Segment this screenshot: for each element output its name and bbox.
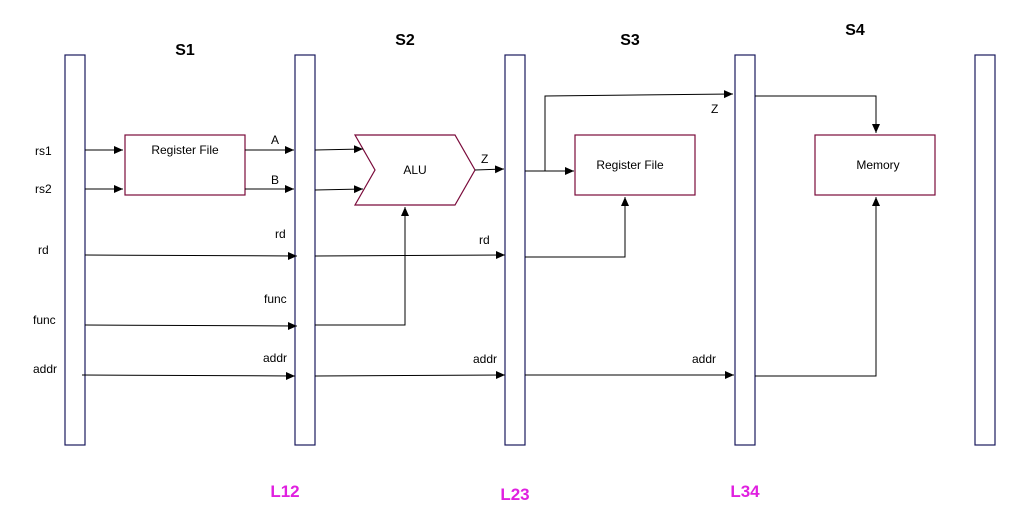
input-label-func: func [33, 313, 56, 327]
wire-rd-s2 [314, 251, 506, 260]
register-file-s1-label: Register File [151, 143, 219, 157]
signal-label-z-s2: Z [481, 152, 488, 166]
wire-z-s2 [474, 165, 505, 174]
wire-b-to-alu [314, 185, 364, 194]
latch-l34 [734, 54, 756, 446]
alu-label: ALU [403, 163, 426, 177]
wire-addr-s1 [81, 371, 296, 380]
memory-block [814, 134, 936, 196]
stage-label-s1: S1 [175, 42, 195, 59]
wire-rd-to-regfile [525, 197, 629, 258]
latch-label-l34: L34 [730, 482, 760, 501]
register-file-s3 [574, 134, 696, 196]
alu-block [353, 134, 476, 206]
register-file-s3-label: Register File [596, 158, 664, 172]
wire-func-to-alu [315, 207, 409, 326]
register-file-s1 [124, 134, 246, 196]
output-latch [974, 54, 996, 446]
signal-label-b: B [271, 173, 279, 187]
latch-l12 [294, 54, 316, 446]
input-label-addr: addr [33, 362, 57, 376]
signal-label-rd-s1: rd [275, 227, 286, 241]
latch-label-l12: L12 [270, 482, 299, 501]
stage-label-s2: S2 [395, 32, 415, 49]
stage-label-s4: S4 [845, 22, 865, 39]
input-label-rs2: rs2 [35, 182, 52, 196]
wire-z-to-l34 [544, 90, 734, 171]
wire-a-to-alu [314, 145, 364, 154]
signal-label-rd-s2: rd [479, 233, 490, 247]
signal-label-addr-s3: addr [692, 352, 716, 366]
signal-label-func-s1: func [264, 292, 287, 306]
stage-label-s3: S3 [620, 32, 640, 49]
latch-label-l23: L23 [500, 485, 529, 504]
memory-label: Memory [856, 158, 899, 172]
wire-z-to-memory [755, 95, 880, 133]
wire-rd-s1 [84, 251, 298, 260]
signal-label-a: A [271, 133, 279, 147]
wire-func-s1 [84, 321, 298, 330]
latch-l23 [504, 54, 526, 446]
signal-label-addr-s1: addr [263, 351, 287, 365]
signal-label-z-s3: Z [711, 102, 718, 116]
signal-label-addr-s2: addr [473, 352, 497, 366]
input-latch [64, 54, 86, 446]
input-label-rs1: rs1 [35, 144, 52, 158]
wire-addr-to-memory [755, 197, 880, 377]
wire-addr-s2 [314, 371, 506, 380]
input-label-rd: rd [38, 243, 49, 257]
